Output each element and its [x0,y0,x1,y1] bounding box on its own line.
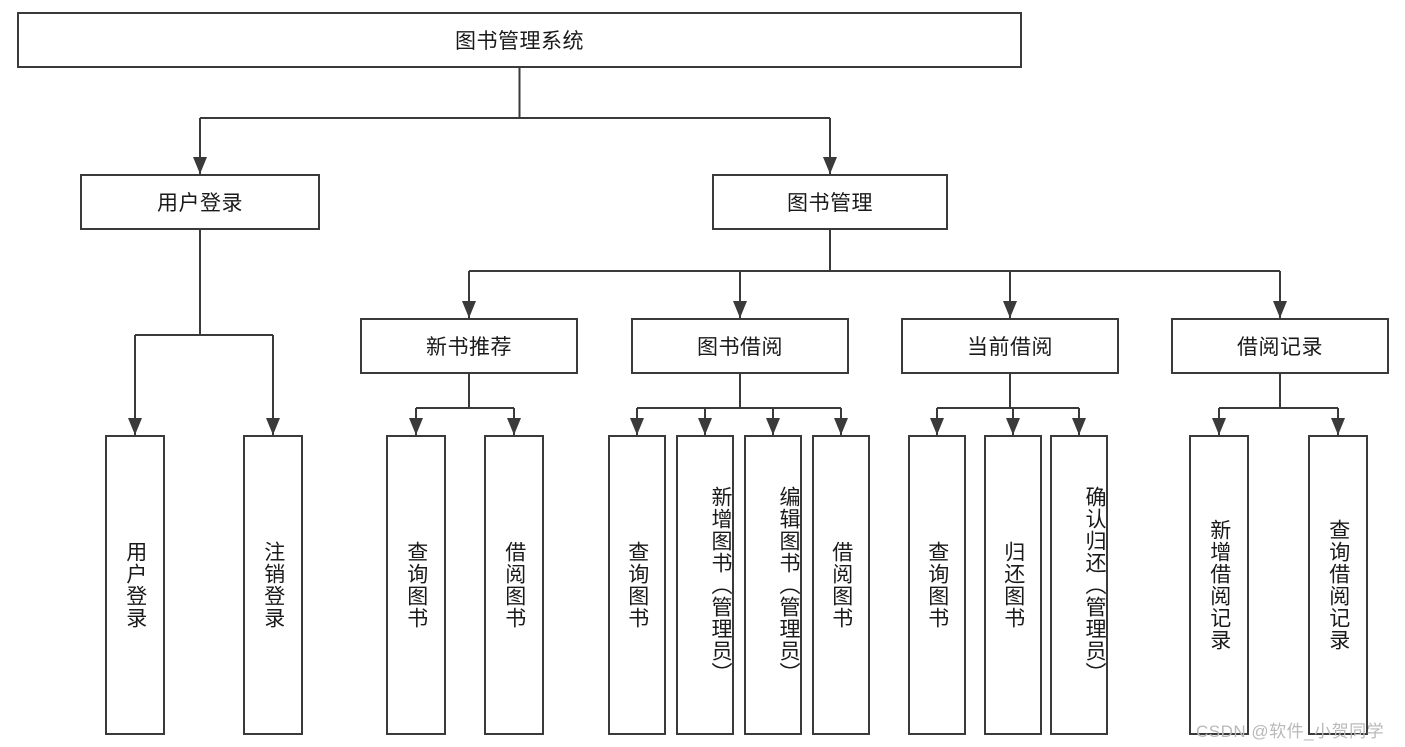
node-leaf-borrow-book-2[interactable]: 借阅图书 [812,435,870,735]
arrowhead-icon [1072,418,1086,435]
node-label: 编辑图书（管理员） [777,486,800,684]
node-label: 图书借阅 [697,336,783,359]
arrowhead-icon [128,418,142,435]
node-label: 用户登录 [123,541,147,629]
node-leaf-user-login[interactable]: 用户登录 [105,435,165,735]
node-label: 新增图书（管理员） [709,486,732,684]
arrowhead-icon [1212,418,1226,435]
node-leaf-return-book[interactable]: 归还图书 [984,435,1042,735]
node-label: 当前借阅 [967,336,1053,359]
node-leaf-add-book[interactable]: 新增图书（管理员） [676,435,734,735]
node-current-borrow[interactable]: 当前借阅 [901,318,1119,374]
arrowhead-icon [698,418,712,435]
node-label: 图书管理系统 [455,30,584,53]
node-label: 新书推荐 [426,336,512,359]
node-label: 借阅记录 [1237,336,1323,359]
arrowhead-icon [823,157,837,174]
arrowhead-icon [409,418,423,435]
node-book-manage[interactable]: 图书管理 [712,174,948,230]
node-label: 注销登录 [261,541,285,629]
node-borrow-record[interactable]: 借阅记录 [1171,318,1389,374]
node-leaf-edit-book[interactable]: 编辑图书（管理员） [744,435,802,735]
node-root[interactable]: 图书管理系统 [17,12,1022,68]
arrowhead-icon [1003,301,1017,318]
arrowhead-icon [1273,301,1287,318]
arrowhead-icon [266,418,280,435]
arrowhead-icon [766,418,780,435]
node-leaf-query-record[interactable]: 查询借阅记录 [1308,435,1368,735]
node-leaf-add-record[interactable]: 新增借阅记录 [1189,435,1249,735]
node-label: 新增借阅记录 [1207,519,1231,651]
node-leaf-borrow-book-1[interactable]: 借阅图书 [484,435,544,735]
node-label: 查询图书 [404,541,428,629]
node-leaf-confirm-return[interactable]: 确认归还（管理员） [1050,435,1108,735]
node-label: 查询图书 [625,541,649,629]
arrowhead-icon [193,157,207,174]
node-user-login[interactable]: 用户登录 [80,174,320,230]
arrowhead-icon [630,418,644,435]
node-label: 图书管理 [787,192,873,215]
node-leaf-query-book-1[interactable]: 查询图书 [386,435,446,735]
node-book-borrow[interactable]: 图书借阅 [631,318,849,374]
node-leaf-logout[interactable]: 注销登录 [243,435,303,735]
node-leaf-query-book-2[interactable]: 查询图书 [608,435,666,735]
node-label: 查询借阅记录 [1326,519,1350,651]
node-label: 确认归还（管理员） [1083,486,1106,684]
arrowhead-icon [507,418,521,435]
arrowhead-icon [1006,418,1020,435]
node-new-book-rec[interactable]: 新书推荐 [360,318,578,374]
node-label: 归还图书 [1001,541,1025,629]
arrowhead-icon [462,301,476,318]
node-label: 用户登录 [157,192,243,215]
csdn-watermark: CSDN @软件_小贺同学 [1196,722,1385,741]
arrowhead-icon [733,301,747,318]
arrowhead-icon [930,418,944,435]
node-label: 借阅图书 [502,541,526,629]
node-leaf-query-book-3[interactable]: 查询图书 [908,435,966,735]
arrowhead-icon [834,418,848,435]
arrowhead-icon [1331,418,1345,435]
node-label: 查询图书 [925,541,949,629]
node-label: 借阅图书 [829,541,853,629]
